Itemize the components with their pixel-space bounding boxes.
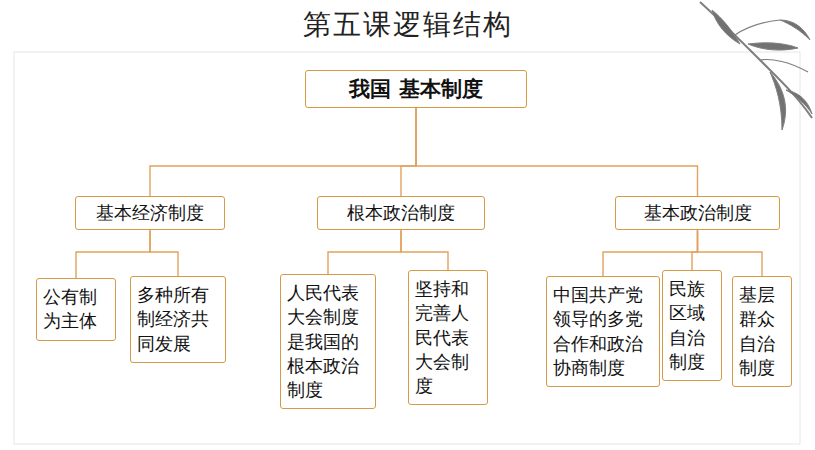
node-label: 基层群众自治制度	[739, 283, 785, 380]
node-label: 多种所有制经济共同发展	[137, 283, 219, 356]
leaf-box: 基层群众自治制度	[732, 276, 792, 387]
node-label: 基本经济制度	[82, 201, 218, 225]
node-label: 坚持和完善人民代表大会制度	[415, 277, 481, 398]
frame	[14, 52, 800, 444]
category-box: 基本政治制度	[615, 196, 780, 230]
node-label: 中国共产党领导的多党合作和政治协商制度	[553, 283, 653, 380]
node-label: 我国 基本制度	[312, 75, 520, 103]
leaf-box: 中国共产党领导的多党合作和政治协商制度	[546, 276, 660, 387]
category-box: 基本经济制度	[75, 196, 225, 230]
tree-connector	[150, 108, 416, 196]
root-box: 我国 基本制度	[305, 70, 527, 108]
category-box: 根本政治制度	[317, 196, 485, 230]
tree-connector	[401, 230, 448, 270]
node-label: 基本政治制度	[622, 201, 773, 225]
node-label: 公有制为主体	[43, 285, 109, 334]
tree-connector	[416, 108, 698, 196]
node-label: 人民代表大会制度是我国的根本政治制度	[287, 281, 369, 402]
leaf-box: 公有制为主体	[36, 278, 116, 341]
leaf-box: 多种所有制经济共同发展	[130, 276, 226, 363]
node-label: 根本政治制度	[324, 201, 478, 225]
leaf-box: 坚持和完善人民代表大会制度	[408, 270, 488, 405]
tree-connector	[328, 230, 401, 274]
tree-connector	[692, 230, 698, 270]
tree-connector	[150, 230, 178, 276]
tree-connector	[76, 230, 150, 278]
diagram-title: 第五课逻辑结构	[0, 6, 815, 44]
leaf-box: 人民代表大会制度是我国的根本政治制度	[280, 274, 376, 409]
leaf-box: 民族区域自治制度	[662, 270, 722, 381]
bamboo-branch	[700, 2, 812, 130]
tree-connector	[401, 108, 416, 196]
node-label: 民族区域自治制度	[669, 277, 715, 374]
